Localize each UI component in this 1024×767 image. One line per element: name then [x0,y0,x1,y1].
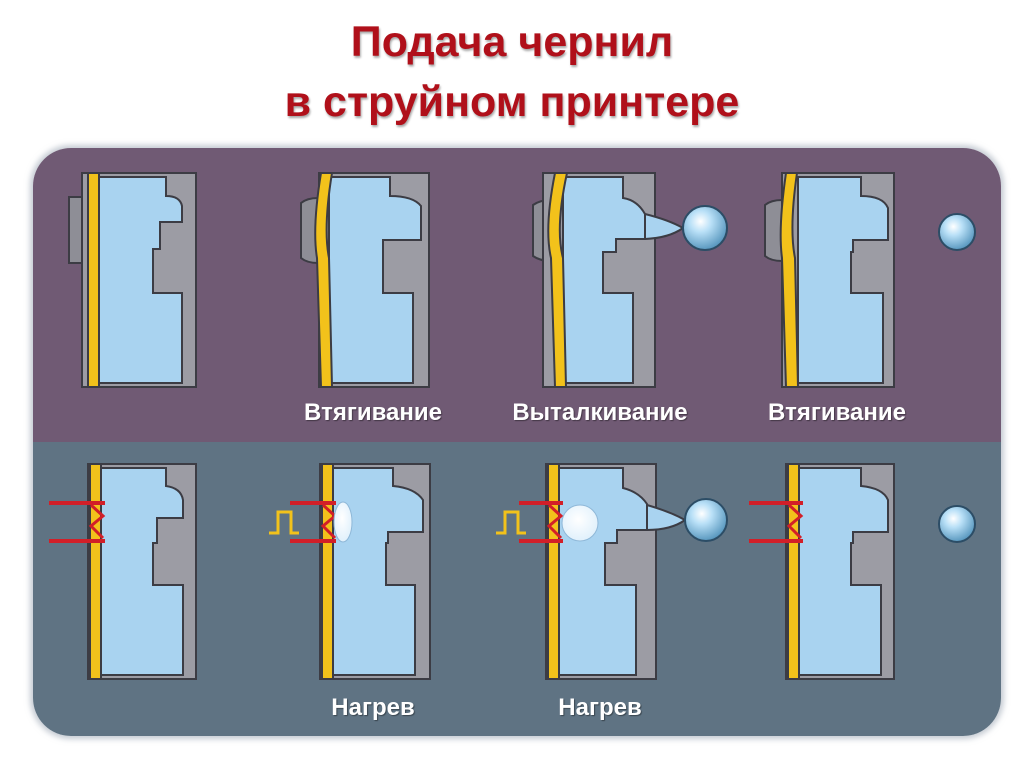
thermal-stage-3-label: Нагрев [558,694,642,721]
piezo-nozzle-2 [300,172,430,388]
heater-coil-8 [786,503,804,540]
diagram-panel: Втягивание Выталкивание Втягивание Нагре… [33,148,1001,736]
page-title-line-1: Подача чернил [350,18,674,66]
membrane-8 [787,463,800,680]
heater-coil-7 [546,503,564,540]
ink-chamber-5 [98,467,184,676]
ink-chamber-2 [328,176,422,384]
membrane-5 [89,463,102,680]
ink-chamber-1 [96,176,183,384]
ink-chamber-4 [797,176,889,384]
page-title-line-2: в струйном принтере [284,78,740,126]
pulse-icon-7 [496,510,526,535]
piezo-stage-4-label: Втягивание [768,399,906,426]
ink-chamber-3 [562,176,646,384]
piezo-actuator-4 [764,198,783,263]
piezo-stage-2-label: Втягивание [304,399,442,426]
ink-jet-neck-3 [644,212,685,241]
thermal-nozzle-1 [49,463,197,680]
membrane-3 [547,172,569,388]
piezo-stage-3-label: Выталкивание [512,399,688,426]
ink-drop-4 [938,213,976,251]
piezo-nozzle-4 [764,172,976,388]
piezo-nozzle-3 [532,172,728,388]
heater-coil-6 [320,503,338,540]
membrane-7 [547,463,560,680]
diagram-scene [49,172,976,680]
membrane-1 [87,172,100,388]
piezo-nozzle-1 [68,172,197,388]
ink-chamber-8 [796,467,889,676]
membrane-4 [779,172,800,388]
vapor-bubble-6 [333,501,353,543]
ink-chamber-6 [330,467,424,676]
vapor-bubble-7 [561,504,599,542]
pulse-icon-6 [269,510,299,535]
thermal-nozzle-4 [749,463,976,680]
membrane-6 [321,463,334,680]
ink-drop-3 [682,205,728,251]
ink-drop-7 [684,498,728,542]
membrane-2 [314,172,334,388]
ink-jet-neck-7 [646,503,687,532]
heater-coil-5 [88,503,106,540]
thermal-nozzle-3 [496,463,728,680]
thermal-stage-2-label: Нагрев [331,694,415,721]
thermal-nozzle-2 [269,463,431,680]
ink-drop-8 [938,505,976,543]
